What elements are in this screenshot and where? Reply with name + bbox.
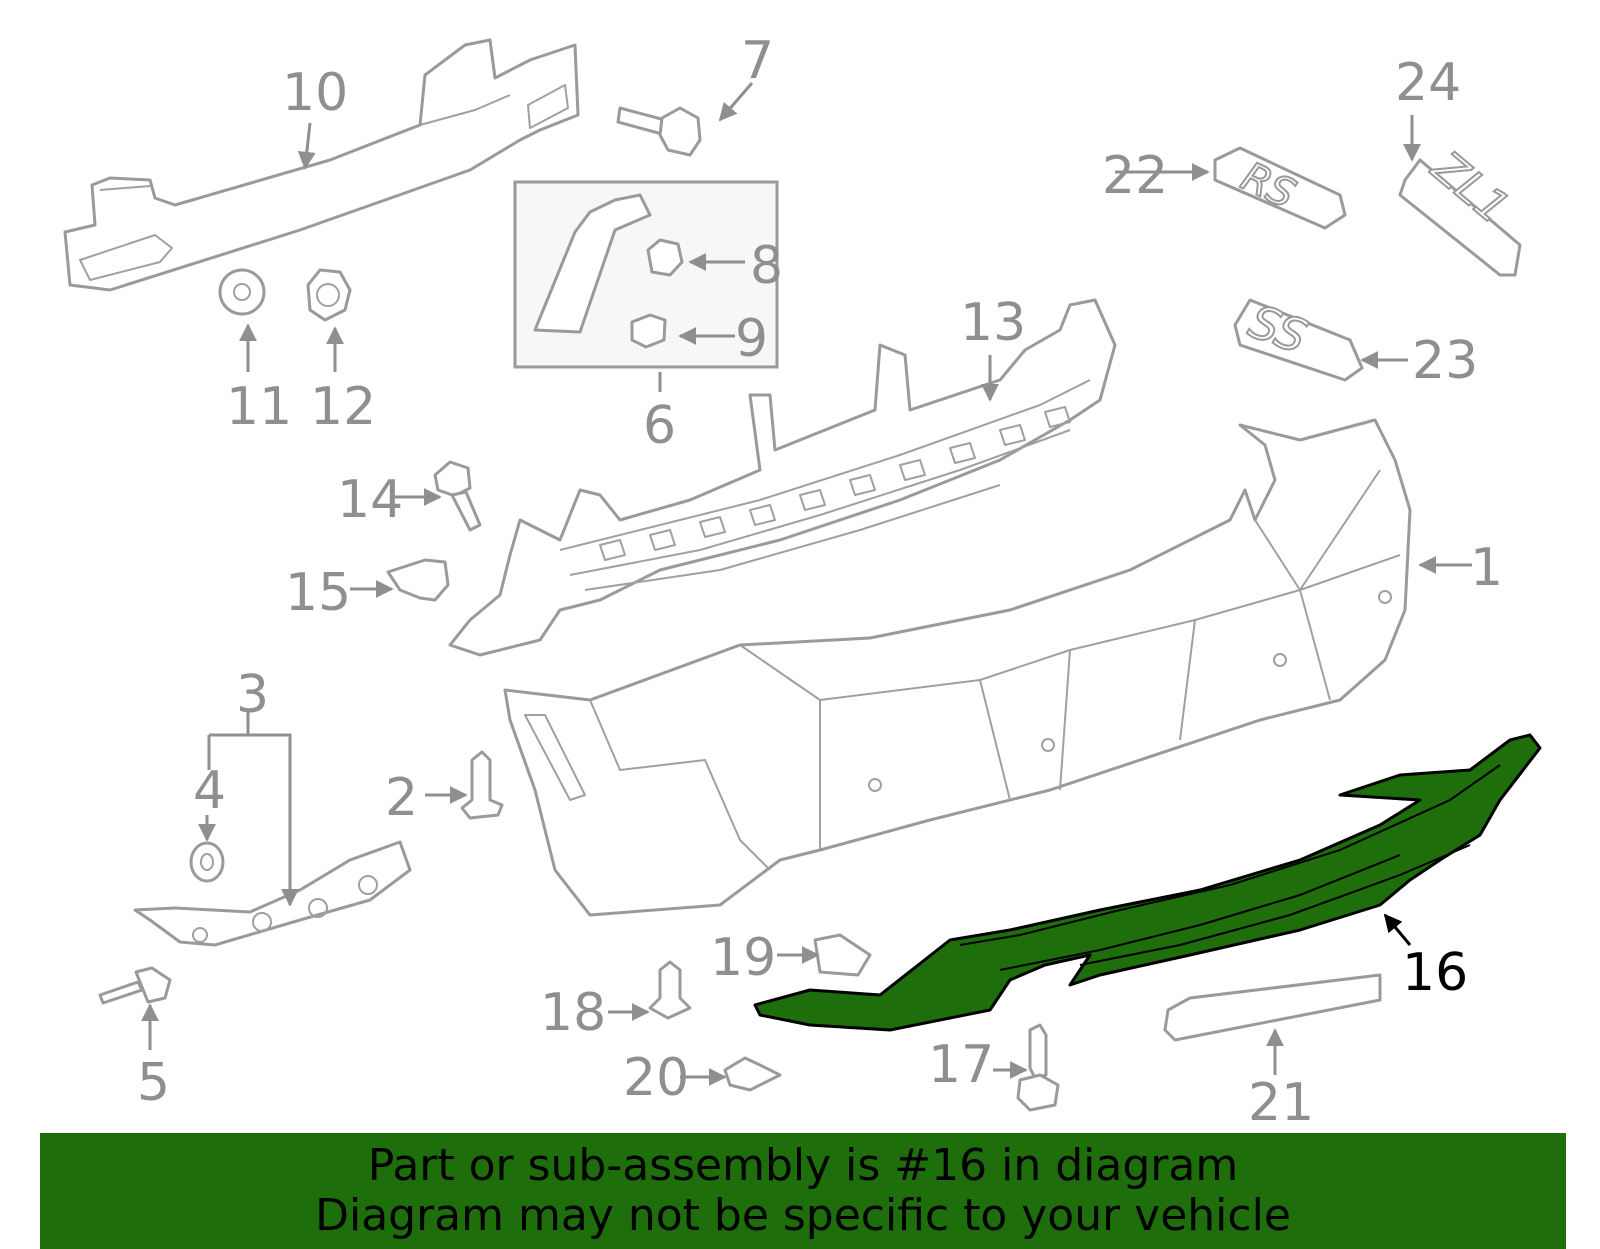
callout-22: 22: [1102, 146, 1168, 206]
callout-19: 19: [710, 928, 776, 988]
callout-9: 9: [735, 309, 768, 369]
callout-4: 4: [193, 761, 226, 821]
callout-14: 14: [337, 470, 403, 530]
rs-emblem-part-22[interactable]: RS: [1213, 146, 1347, 230]
energy-absorber-part-13[interactable]: [448, 298, 1117, 657]
clip-part-20[interactable]: [723, 1056, 782, 1092]
callout-2: 2: [385, 768, 418, 828]
side-bracket-part-3[interactable]: [133, 840, 412, 947]
callout-23: 23: [1412, 331, 1478, 391]
banner-line-part-number: Part or sub-assembly is #16 in diagram: [367, 1140, 1239, 1191]
callout-24: 24: [1395, 53, 1461, 113]
banner-line-disclaimer: Diagram may not be specific to your vehi…: [315, 1190, 1291, 1241]
clip-part-15[interactable]: [386, 558, 450, 602]
callout-8: 8: [750, 236, 783, 296]
screw-part-14[interactable]: [433, 460, 482, 532]
callout-17: 17: [928, 1035, 994, 1095]
callout-7: 7: [741, 31, 774, 91]
callout-18: 18: [540, 983, 606, 1043]
callout-labels: 1 2 3 4 5 6 7 8 9 10 11 12 13 14 15 16 1…: [137, 31, 1503, 1133]
callout-12: 12: [310, 377, 376, 437]
callout-5: 5: [137, 1053, 170, 1113]
info-banner: Part or sub-assembly is #16 in diagram D…: [40, 1133, 1566, 1249]
reflector-part-21[interactable]: [1163, 973, 1382, 1042]
callout-1: 1: [1470, 538, 1503, 598]
impact-bar-part-10[interactable]: [63, 38, 580, 292]
nut-part-12[interactable]: [306, 268, 352, 322]
callout-16: 16: [1402, 943, 1468, 1003]
callout-11: 11: [226, 377, 292, 437]
washer-part-11[interactable]: [218, 268, 266, 316]
callout-21: 21: [1248, 1073, 1314, 1133]
pin-part-2[interactable]: [460, 750, 504, 820]
push-pin-part-5[interactable]: [98, 966, 172, 1005]
bumper-cover-part-1[interactable]: [503, 418, 1412, 917]
callout-3: 3: [236, 665, 269, 725]
clip-part-19[interactable]: [813, 933, 872, 977]
zl1-emblem-part-24[interactable]: ZL1: [1398, 140, 1522, 277]
callout-6: 6: [643, 396, 676, 456]
pin-part-18[interactable]: [648, 960, 692, 1020]
callout-20: 20: [623, 1048, 689, 1108]
bolt-part-7[interactable]: [616, 106, 702, 157]
callout-10: 10: [282, 63, 348, 123]
leader-lines: [141, 82, 1472, 1086]
washer-part-4[interactable]: [189, 841, 225, 883]
callout-13: 13: [960, 293, 1026, 353]
lower-fascia-part-16[interactable]: [753, 733, 1542, 1032]
callout-15: 15: [285, 563, 351, 623]
bolt-part-17[interactable]: [1016, 1023, 1060, 1112]
ss-emblem-part-23[interactable]: SS: [1233, 293, 1364, 382]
